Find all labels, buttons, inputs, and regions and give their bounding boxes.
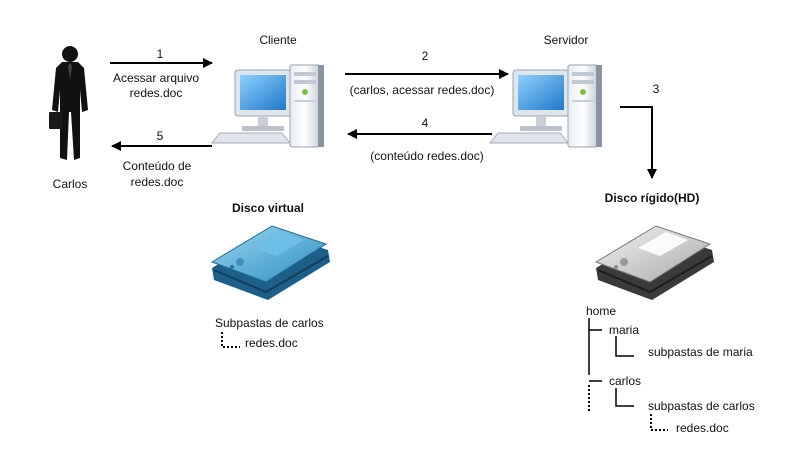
client-computer-icon xyxy=(210,64,324,148)
step-1-label-line-1: Acessar arquivo xyxy=(112,71,200,85)
step-2-number: 2 xyxy=(421,49,429,63)
virtual-tree-file: redes.doc xyxy=(245,336,298,350)
step-4-label: (conteúdo redes.doc) xyxy=(370,149,484,163)
virtual-tree-folder: Subpastas de carlos xyxy=(215,316,324,330)
hard-disk-title: Disco rígido(HD) xyxy=(604,191,700,205)
step-5-label-line-1: Conteúdo de xyxy=(122,159,192,173)
hd-tree-maria: maria xyxy=(609,323,640,337)
businessman-icon xyxy=(49,46,88,160)
hd-tree-file-connector xyxy=(650,414,668,431)
step-4-number: 4 xyxy=(421,116,429,130)
step-3-number: 3 xyxy=(652,82,660,96)
step-1-label-line-2: redes.doc xyxy=(129,86,183,100)
step-2-label: (carlos, acessar redes.doc) xyxy=(349,83,495,97)
server-label: Servidor xyxy=(543,33,589,47)
virtual-tree-connector xyxy=(221,332,240,348)
user-label: Carlos xyxy=(52,177,88,191)
hd-tree-maria-subfolders: subpastas de maria xyxy=(648,345,753,359)
hd-tree-file: redes.doc xyxy=(676,421,729,435)
hd-tree-carlos-subfolders: subpastas de carlos xyxy=(648,399,755,413)
hd-tree-carlos: carlos xyxy=(609,374,642,388)
virtual-disk-icon xyxy=(210,225,330,300)
virtual-disk-title: Disco virtual xyxy=(231,201,305,215)
server-computer-icon xyxy=(488,64,602,148)
step-1-number: 1 xyxy=(156,47,164,61)
client-label: Cliente xyxy=(259,33,297,47)
arrow-step-3 xyxy=(620,106,657,179)
step-5-label-line-2: redes.doc xyxy=(130,175,184,189)
hd-tree-connectors xyxy=(588,318,634,407)
hard-disk-icon xyxy=(594,225,714,300)
hd-tree-home: home xyxy=(586,304,617,318)
step-5-number: 5 xyxy=(156,129,164,143)
